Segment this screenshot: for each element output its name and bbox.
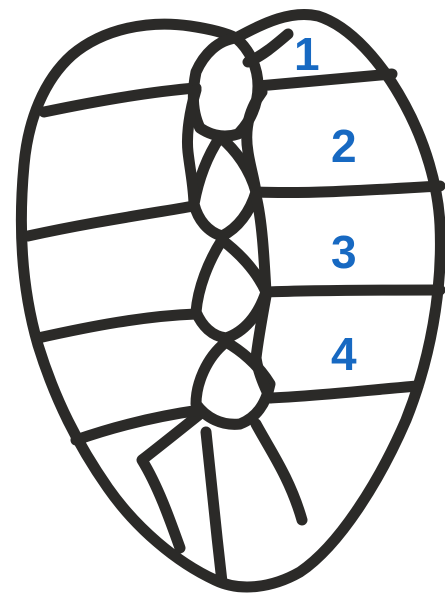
- costal-2-lower-border: [256, 186, 440, 193]
- lower-left-divider: [142, 414, 200, 548]
- costal-1-inner-border: [248, 34, 288, 62]
- scute-label-4: 4: [331, 328, 357, 380]
- scute-label-2: 2: [331, 120, 357, 172]
- costal-1-lower-border: [258, 74, 392, 86]
- lower-center-divider: [206, 432, 222, 582]
- scute-label-1: 1: [294, 28, 320, 80]
- lower-right-divider: [256, 424, 302, 520]
- left-divider-1: [44, 88, 196, 112]
- carapace-outline-group: [21, 14, 440, 587]
- costal-4-inner-border: [256, 296, 270, 398]
- costal-3-lower-border: [266, 290, 440, 292]
- costal-4-lower-border: [270, 386, 418, 398]
- scute-label-3: 3: [331, 226, 357, 278]
- vertebral-scute-3: [196, 240, 266, 338]
- left-divider-3: [38, 314, 196, 338]
- left-divider-2: [28, 206, 194, 236]
- left-inner-border-upper: [187, 90, 196, 206]
